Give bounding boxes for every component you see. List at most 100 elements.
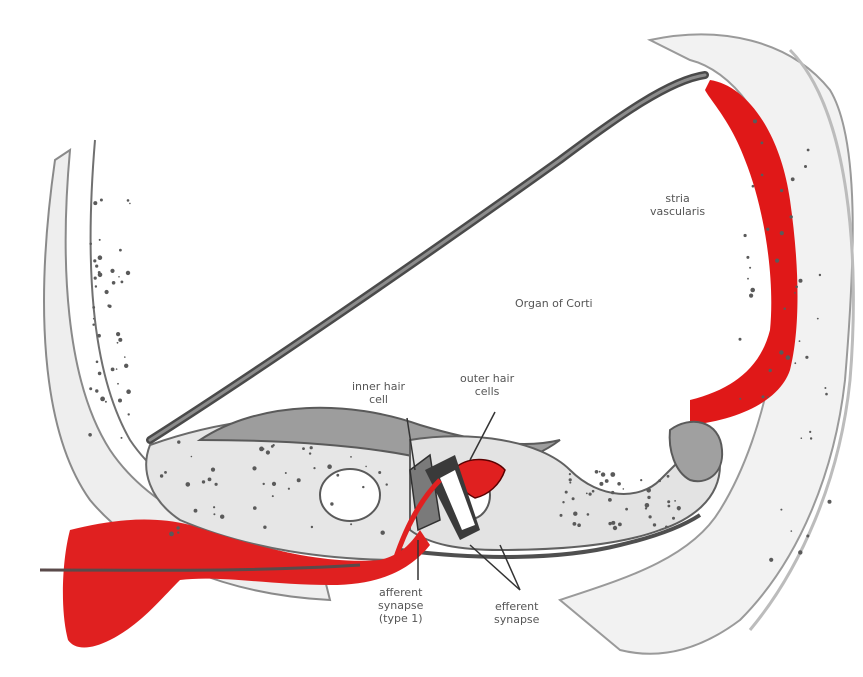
stipple-dot xyxy=(252,466,256,470)
stipple-dot xyxy=(819,274,821,276)
stipple-dot xyxy=(126,389,131,394)
stipple-dot xyxy=(105,401,107,403)
stipple-dot xyxy=(573,512,577,516)
stipple-dot xyxy=(806,535,809,538)
stipple-dot xyxy=(215,483,218,486)
stipple-dot xyxy=(790,215,793,218)
stipple-dot xyxy=(126,271,130,275)
stipple-dot xyxy=(667,500,670,503)
stipple-dot xyxy=(573,522,577,526)
stipple-dot xyxy=(327,464,332,469)
stipple-dot xyxy=(124,364,128,368)
stipple-dot xyxy=(592,490,595,493)
stipple-dot xyxy=(95,285,97,287)
stipple-dot xyxy=(164,471,167,474)
stipple-dot xyxy=(794,292,796,294)
label-afferent-line1: afferent xyxy=(378,586,423,599)
stipple-dot xyxy=(94,277,97,280)
stipple-dot xyxy=(116,332,120,336)
stipple-dot xyxy=(817,318,819,320)
stipple-dot xyxy=(313,467,315,469)
stipple-dot xyxy=(350,523,352,525)
stipple-dot xyxy=(95,265,98,268)
stipple-dot xyxy=(649,515,652,518)
efferent-pointer-a xyxy=(470,545,520,590)
label-outer-hair-cells: outer hair cells xyxy=(460,372,514,398)
stipple-dot xyxy=(381,531,385,535)
stipple-dot xyxy=(124,356,126,358)
stipple-dot xyxy=(111,368,115,372)
stipple-dot xyxy=(127,199,130,202)
label-efferent-line2: synapse xyxy=(494,613,539,626)
stipple-dot xyxy=(658,479,661,482)
stipple-dot xyxy=(611,491,614,494)
stipple-dot xyxy=(587,513,590,516)
label-outer-hair-line1: outer hair xyxy=(460,372,514,385)
label-afferent-synapse: afferent synapse (type 1) xyxy=(378,586,423,625)
stipple-dot xyxy=(89,387,92,390)
stipple-dot xyxy=(608,498,612,502)
stipple-dot xyxy=(118,276,120,278)
stipple-dot xyxy=(625,508,628,511)
stipple-dot xyxy=(213,506,215,508)
label-organ-of-corti-text: Organ of Corti xyxy=(515,297,593,310)
stipple-dot xyxy=(780,189,783,192)
stipple-dot xyxy=(93,318,95,320)
stipple-dot xyxy=(263,526,266,529)
stipple-dot xyxy=(271,445,274,448)
stipple-dot xyxy=(784,308,786,310)
stipple-dot xyxy=(95,389,98,392)
label-stria-line2: vascularis xyxy=(650,205,705,218)
stipple-dot xyxy=(608,522,611,525)
stipple-dot xyxy=(99,239,101,241)
stipple-dot xyxy=(121,437,123,439)
stipple-dot xyxy=(794,362,796,364)
stipple-dot xyxy=(362,486,364,488)
stipple-dot xyxy=(93,259,96,262)
stipple-dot xyxy=(112,281,116,285)
stipple-dot xyxy=(177,440,180,443)
label-efferent-synapse: efferent synapse xyxy=(494,600,539,626)
stipple-dot xyxy=(769,369,772,372)
stipple-dot xyxy=(605,479,609,483)
stipple-dot xyxy=(211,468,215,472)
tunnel-of-corti xyxy=(320,469,380,521)
stipple-dot xyxy=(92,306,95,309)
stipple-dot xyxy=(194,509,198,513)
stipple-dot xyxy=(799,279,803,283)
stipple-dot xyxy=(678,509,680,511)
label-afferent-line3: (type 1) xyxy=(378,612,423,625)
stipple-dot xyxy=(617,482,621,486)
stipple-dot xyxy=(610,472,615,477)
stipple-dot xyxy=(769,558,773,562)
label-organ-of-corti: Organ of Corti xyxy=(515,297,593,310)
stipple-dot xyxy=(560,514,563,517)
stipple-dot xyxy=(804,165,807,168)
stipple-dot xyxy=(809,431,811,433)
stipple-dot xyxy=(96,361,99,364)
stipple-dot xyxy=(569,482,571,484)
stipple-dot xyxy=(213,513,215,515)
label-inner-hair-line2: cell xyxy=(352,393,405,406)
stipple-dot xyxy=(302,447,305,450)
stipple-dot xyxy=(177,531,179,533)
stipple-dot xyxy=(672,517,675,520)
stipple-dot xyxy=(118,399,122,403)
stipple-dot xyxy=(288,488,290,490)
stipple-dot xyxy=(253,506,257,510)
stipple-dot xyxy=(798,550,802,554)
label-stria-line1: stria xyxy=(650,192,705,205)
stipple-dot xyxy=(117,342,119,344)
stipple-dot xyxy=(93,201,97,205)
stipple-dot xyxy=(739,398,741,400)
stipple-dot xyxy=(311,526,313,528)
stipple-dot xyxy=(753,119,757,123)
stipple-dot xyxy=(667,475,670,478)
label-inner-hair-line1: inner hair xyxy=(352,380,405,393)
stipple-dot xyxy=(744,234,747,237)
stipple-dot xyxy=(775,259,779,263)
stipple-dot xyxy=(285,472,287,474)
stipple-dot xyxy=(386,483,388,485)
